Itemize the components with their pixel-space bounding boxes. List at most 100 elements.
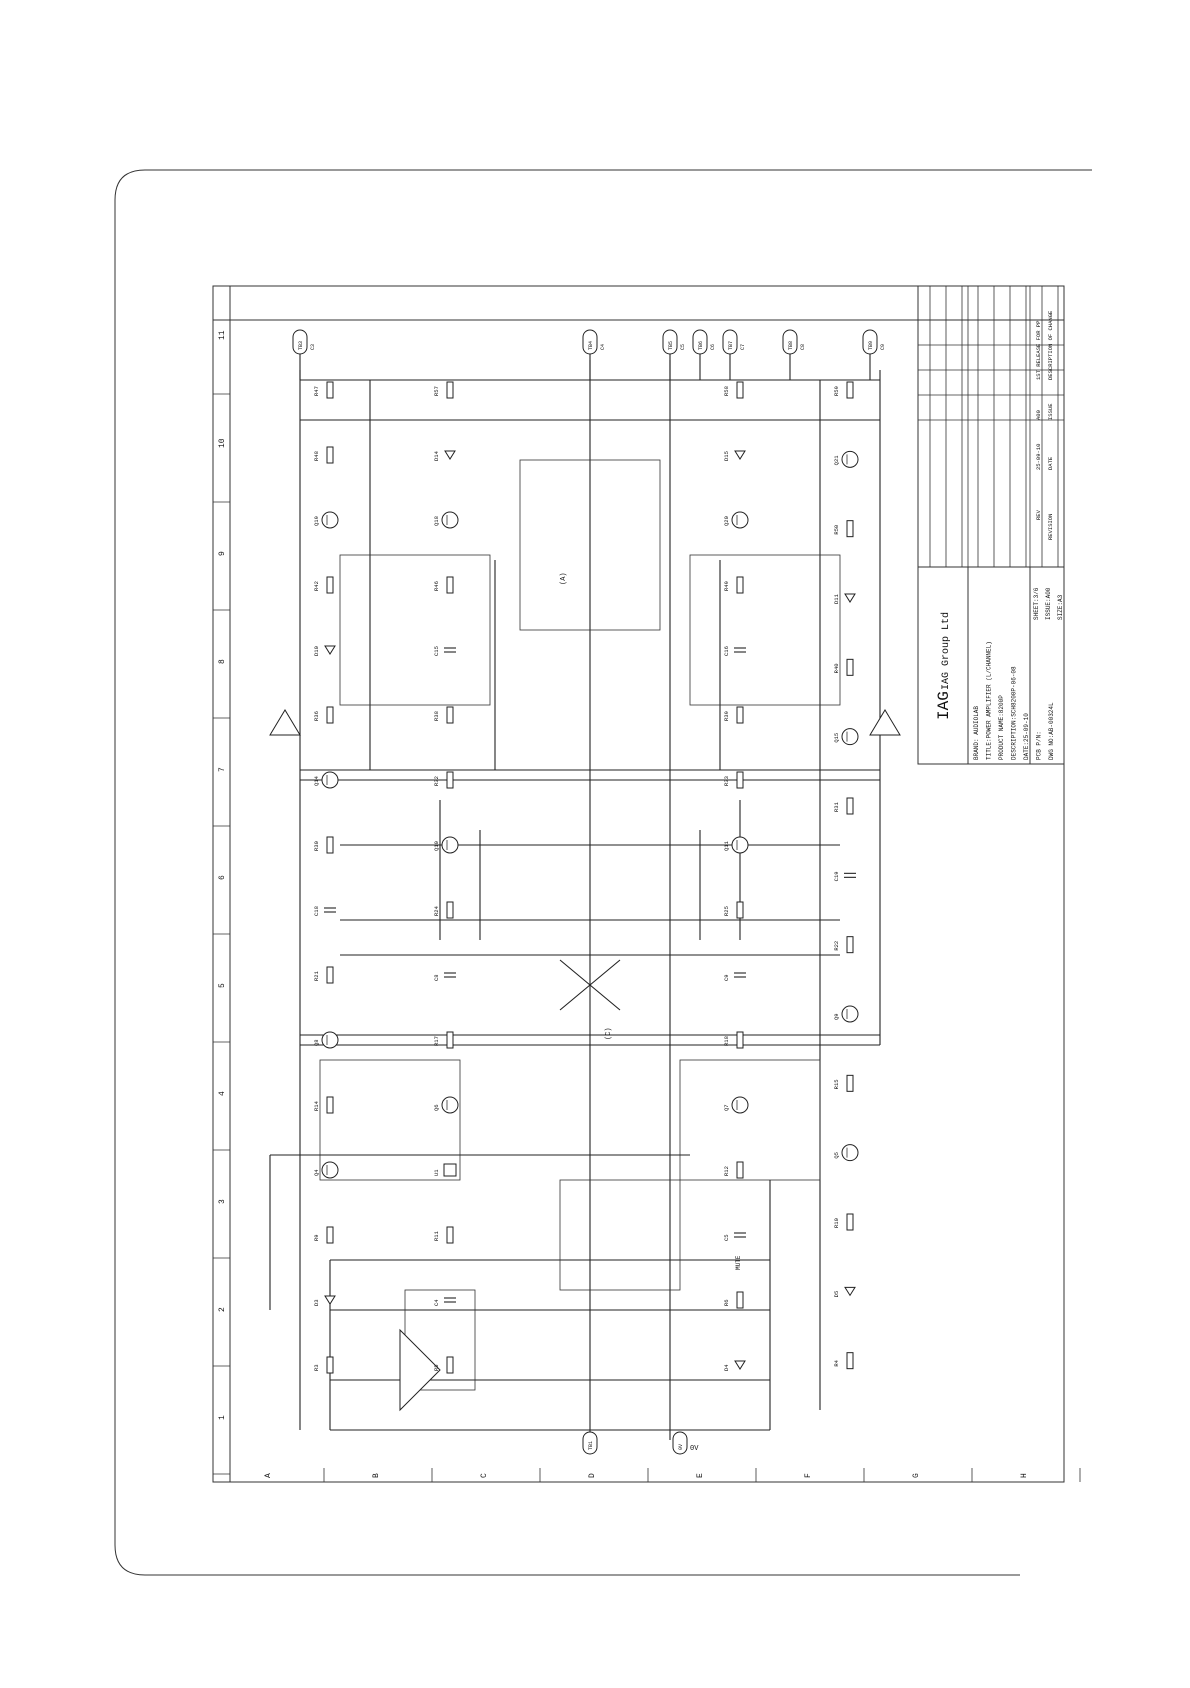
transistor-q7 [731, 1096, 749, 1114]
grid-letter-D: D [588, 1473, 597, 1478]
component-ref-d4: D4 [723, 1364, 730, 1371]
component-ref-q10: Q10 [433, 841, 440, 851]
resistor-r10 [846, 1213, 854, 1231]
connector-sublabel: C4 [600, 344, 606, 350]
component-ref-q11: Q11 [723, 840, 730, 851]
input-marker-label: (A) [560, 572, 568, 585]
resistor-r49 [736, 576, 744, 594]
resistor-r46 [446, 576, 454, 594]
component-ref-r48: R48 [313, 451, 320, 461]
component-ref-q5: Q5 [833, 1152, 840, 1159]
grid-letter-C: C [480, 1473, 489, 1478]
component-ref-d14: D14 [433, 450, 440, 461]
component-ref-q20: Q20 [723, 516, 730, 526]
component-ref-r47: R47 [313, 386, 320, 396]
connector-sublabel: C3 [310, 344, 316, 350]
component-ref-c5: C5 [723, 1234, 730, 1241]
component-ref-r32: R32 [433, 776, 440, 786]
component-ref-q8: Q8 [313, 1039, 320, 1046]
resistor-r40 [846, 658, 854, 676]
component-ref-q15: Q15 [833, 733, 840, 743]
component-ref-r25: R25 [723, 906, 730, 916]
connector-label: TB3 [298, 341, 304, 350]
resistor-r30 [326, 836, 334, 854]
connector-sublabel: C8 [800, 344, 806, 350]
component-ref-q21: Q21 [833, 455, 840, 466]
component-ref-r5: R5 [433, 1364, 440, 1371]
company-name: IAG Group Ltd [940, 612, 952, 690]
ground-label: 0V [690, 1445, 699, 1453]
diode-d4 [734, 1360, 746, 1370]
transistor-q9 [841, 1005, 859, 1023]
resistor-r14 [326, 1096, 334, 1114]
grid-number-2: 2 [218, 1307, 227, 1312]
resistor-r22 [846, 936, 854, 954]
transistor-q6 [441, 1096, 459, 1114]
grid-number-1: 1 [218, 1415, 227, 1420]
resistor-r4 [846, 1352, 854, 1370]
resistor-r31 [846, 797, 854, 815]
connector-label: TB5 [668, 341, 674, 350]
revision-header: REVISION [1047, 514, 1054, 540]
page-border [114, 169, 1092, 1576]
component-ref-c8: C8 [433, 974, 440, 981]
diode-d5 [844, 1286, 856, 1297]
component-ref-r58: R58 [723, 386, 730, 396]
connector-0v [672, 1431, 688, 1455]
component-ref-r18: R18 [723, 1036, 730, 1046]
diode-d10 [324, 645, 336, 655]
company-logo: IAG [935, 691, 953, 720]
grid-letter-H: H [1020, 1473, 1029, 1478]
component-ref-d11: D11 [833, 593, 840, 604]
resistor-r12 [736, 1161, 744, 1179]
grid-number-9: 9 [218, 551, 227, 556]
component-ref-r22: R22 [833, 941, 840, 951]
grid-number-5: 5 [218, 983, 227, 988]
component-ref-r11: R11 [433, 1230, 440, 1241]
connector-label: TB4 [588, 341, 594, 350]
resistor-r5 [446, 1356, 454, 1374]
transistor-q21 [841, 450, 859, 468]
component-ref-d15: D15 [723, 451, 730, 461]
grid-number-4: 4 [218, 1091, 227, 1096]
resistor-r50 [846, 520, 854, 538]
resistor-r6 [736, 1291, 744, 1309]
date-value: 25-09-10 [1035, 444, 1042, 470]
transistor-q19 [321, 511, 339, 529]
component-labels: R47R48Q19R42D10R36Q14R30C18R21Q8R14Q4R9D… [313, 386, 840, 1371]
connector-label: 0V [678, 1444, 684, 1450]
component-ref-r21: R21 [313, 970, 320, 981]
resistor-r47 [326, 381, 334, 399]
transistor-q11 [731, 836, 749, 854]
component-ref-r14: R14 [313, 1100, 320, 1111]
transistor-q8 [321, 1031, 339, 1049]
component-ref-r15: R15 [833, 1079, 840, 1089]
resistor-r38 [446, 706, 454, 724]
resistor-r9 [326, 1226, 334, 1244]
connector-sublabel: C7 [740, 344, 746, 350]
diode-d15 [734, 450, 746, 460]
transistor-q20 [731, 511, 749, 529]
diode-d3 [324, 1295, 336, 1305]
component-ref-d10: D10 [313, 646, 320, 656]
component-ref-q4: Q4 [313, 1169, 320, 1176]
ic-u1 [443, 1163, 457, 1177]
resistor-r25 [736, 901, 744, 919]
drawing-frame [212, 285, 1065, 1483]
connector-sublabel: C9 [880, 344, 886, 350]
resistor-r39 [736, 706, 744, 724]
connector-tb1 [582, 1431, 598, 1455]
component-ref-c4: C4 [433, 1299, 440, 1306]
sheet-info-field: ISSUE:A00 [1045, 587, 1052, 620]
sheet-info-field: SHEET:3/6 [1033, 587, 1040, 620]
grid-letter-G: G [912, 1473, 921, 1478]
resistor-r21 [326, 966, 334, 984]
transistor-q4 [321, 1161, 339, 1179]
component-ref-r49: R49 [723, 581, 730, 591]
component-ref-u1: U1 [433, 1169, 440, 1176]
connector-label: TB7 [728, 341, 734, 350]
grid-number-7: 7 [218, 767, 227, 772]
resistor-r17 [446, 1031, 454, 1049]
